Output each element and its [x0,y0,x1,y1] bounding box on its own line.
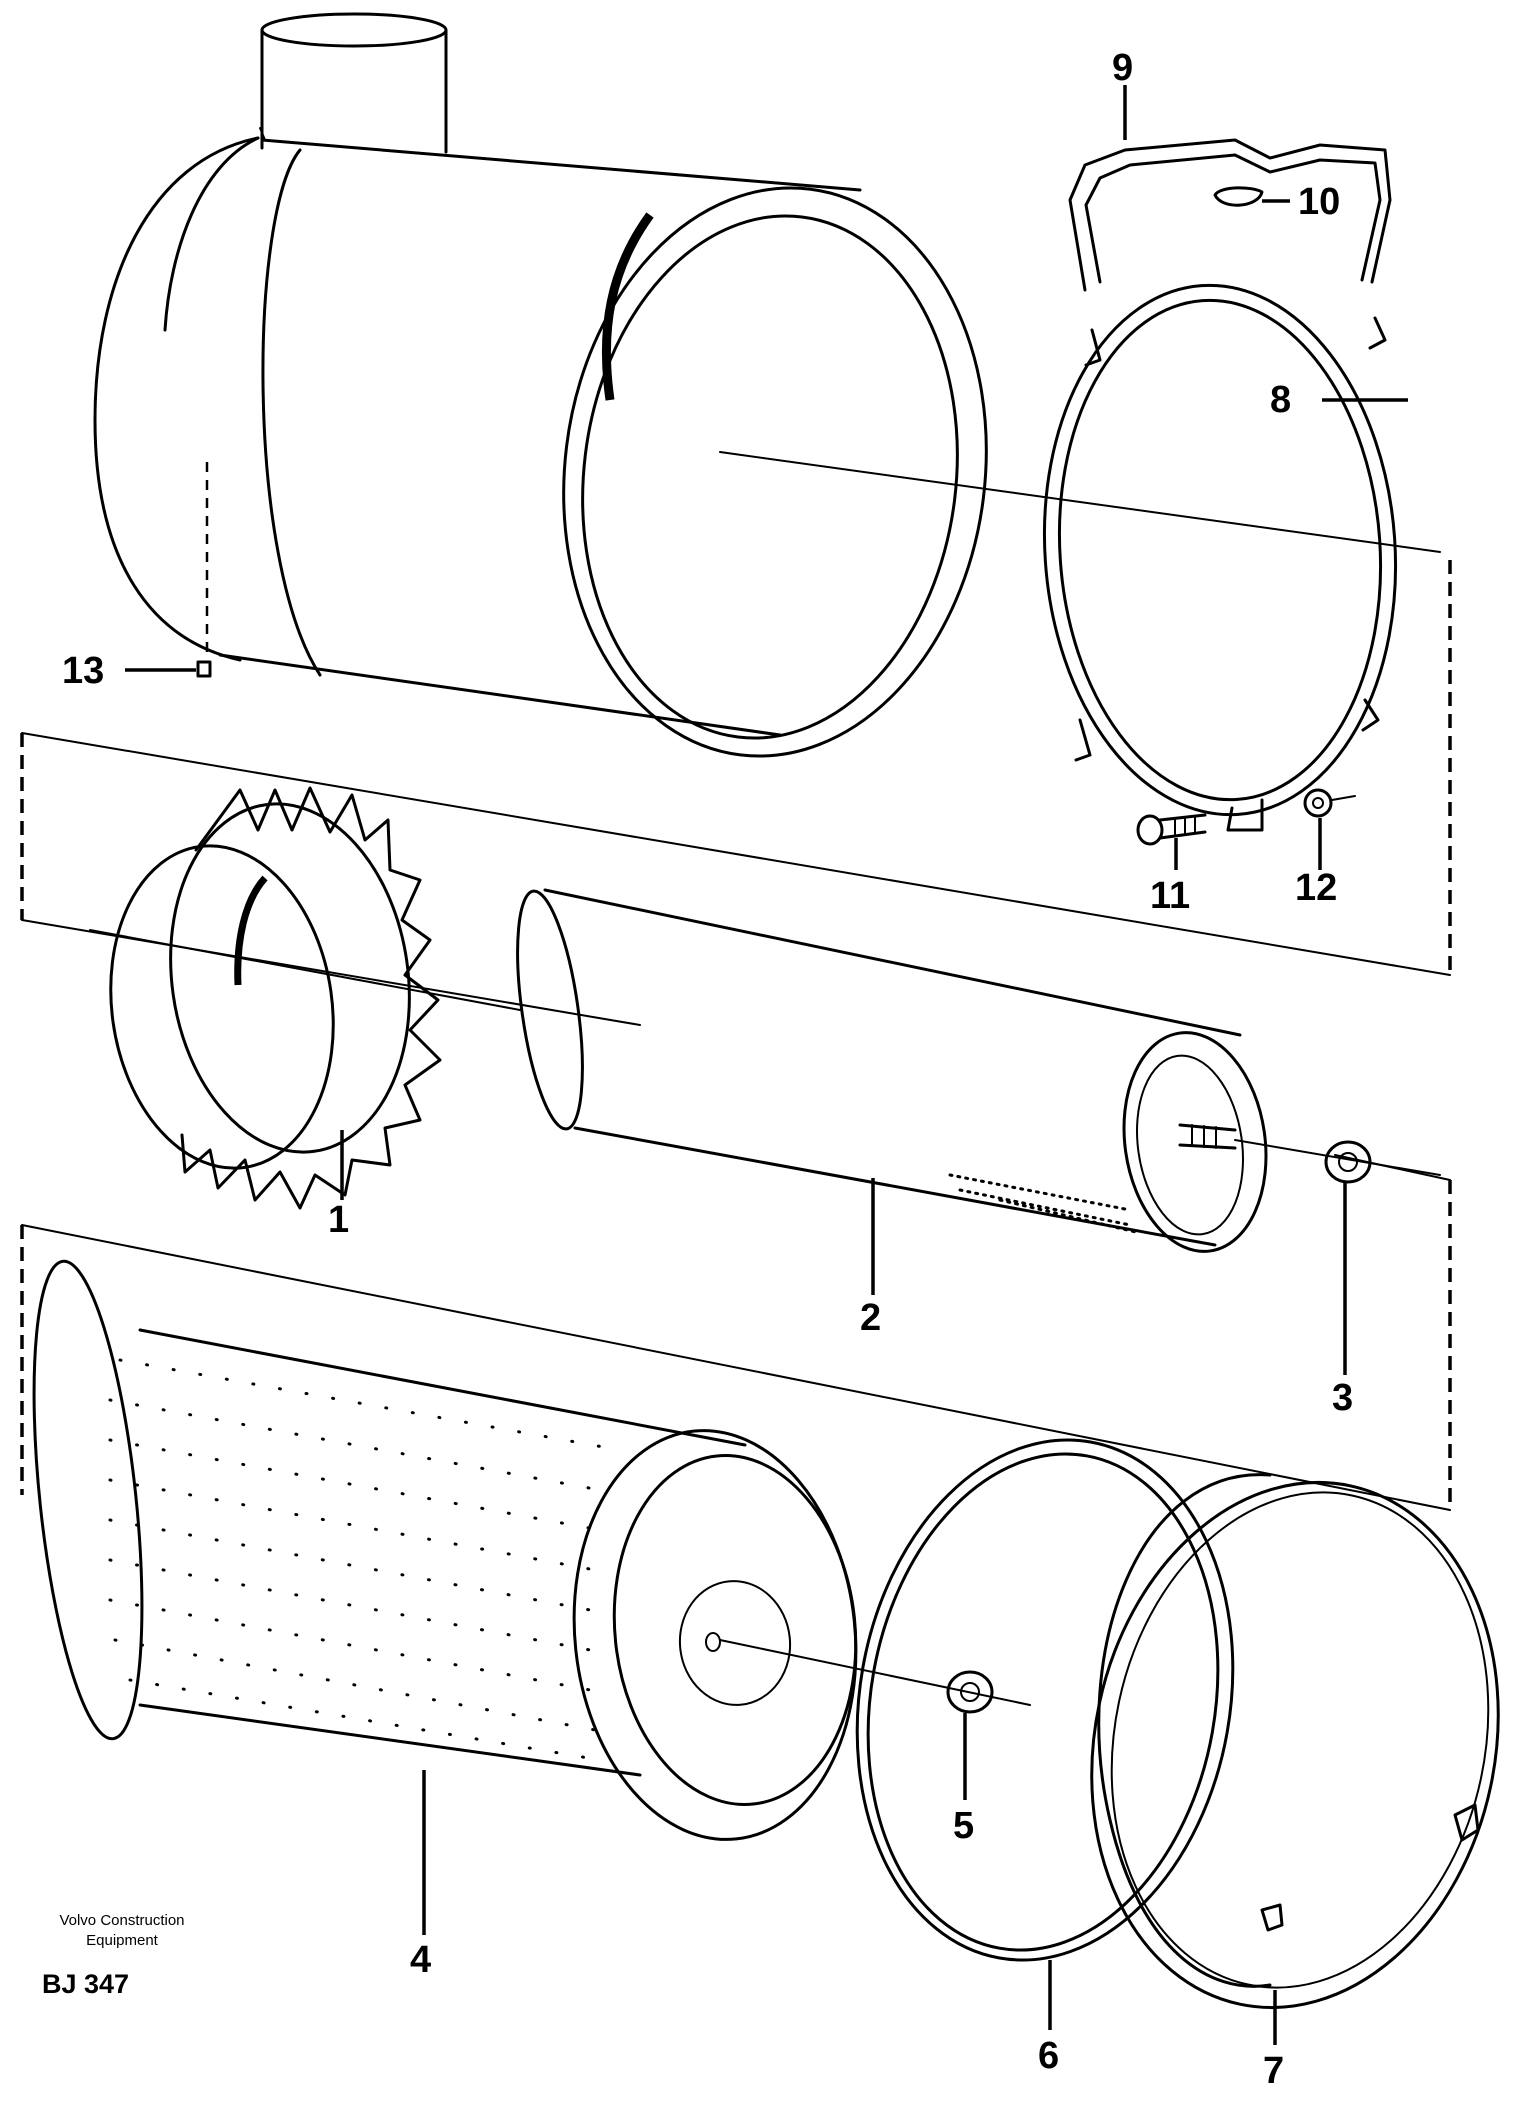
end-cover [1090,1473,1500,2010]
callout-4: 4 [410,1939,431,1981]
cartridge-nut [1324,1140,1372,1184]
clamp-bolt [1136,813,1207,846]
leader-lines [125,85,1408,2045]
callout-3: 3 [1332,1377,1353,1419]
callout-13: 13 [62,650,104,692]
clamp-nut [1303,788,1356,818]
callout-5: 5 [953,1805,974,1847]
cover-nut [946,1670,994,1714]
callout-10: 10 [1298,181,1340,223]
safety-filter [516,888,1268,1253]
cartridge-axis [1234,1139,1441,1176]
clamp-ring [1042,283,1398,832]
callout-12: 12 [1295,867,1337,909]
mounting-bracket [1068,138,1392,292]
housing-axis [719,451,1441,553]
callout-9: 9 [1112,47,1133,89]
callout-11: 11 [1150,875,1190,917]
credit-block: Volvo Construction Equipment BJ 347 [42,1912,185,1999]
drain-valve [196,462,212,678]
callout-7: 7 [1263,2050,1284,2092]
callout-6: 6 [1038,2035,1059,2077]
vane-ring [109,786,442,1210]
filter-housing [93,12,988,758]
callout-labels: 1 2 3 4 5 6 7 8 9 10 11 12 13 [62,47,1353,2092]
credit-line-2: Equipment [86,1932,159,1949]
drawing-code: BJ 347 [42,1969,129,1999]
callout-1: 1 [328,1199,349,1241]
rubber-pad [1213,186,1264,207]
gasket-ring [855,1438,1235,1962]
callout-2: 2 [860,1297,881,1339]
vane-axis [89,929,521,1011]
main-filter [32,1259,858,1841]
callout-8: 8 [1270,379,1291,421]
credit-line-1: Volvo Construction [59,1912,184,1929]
